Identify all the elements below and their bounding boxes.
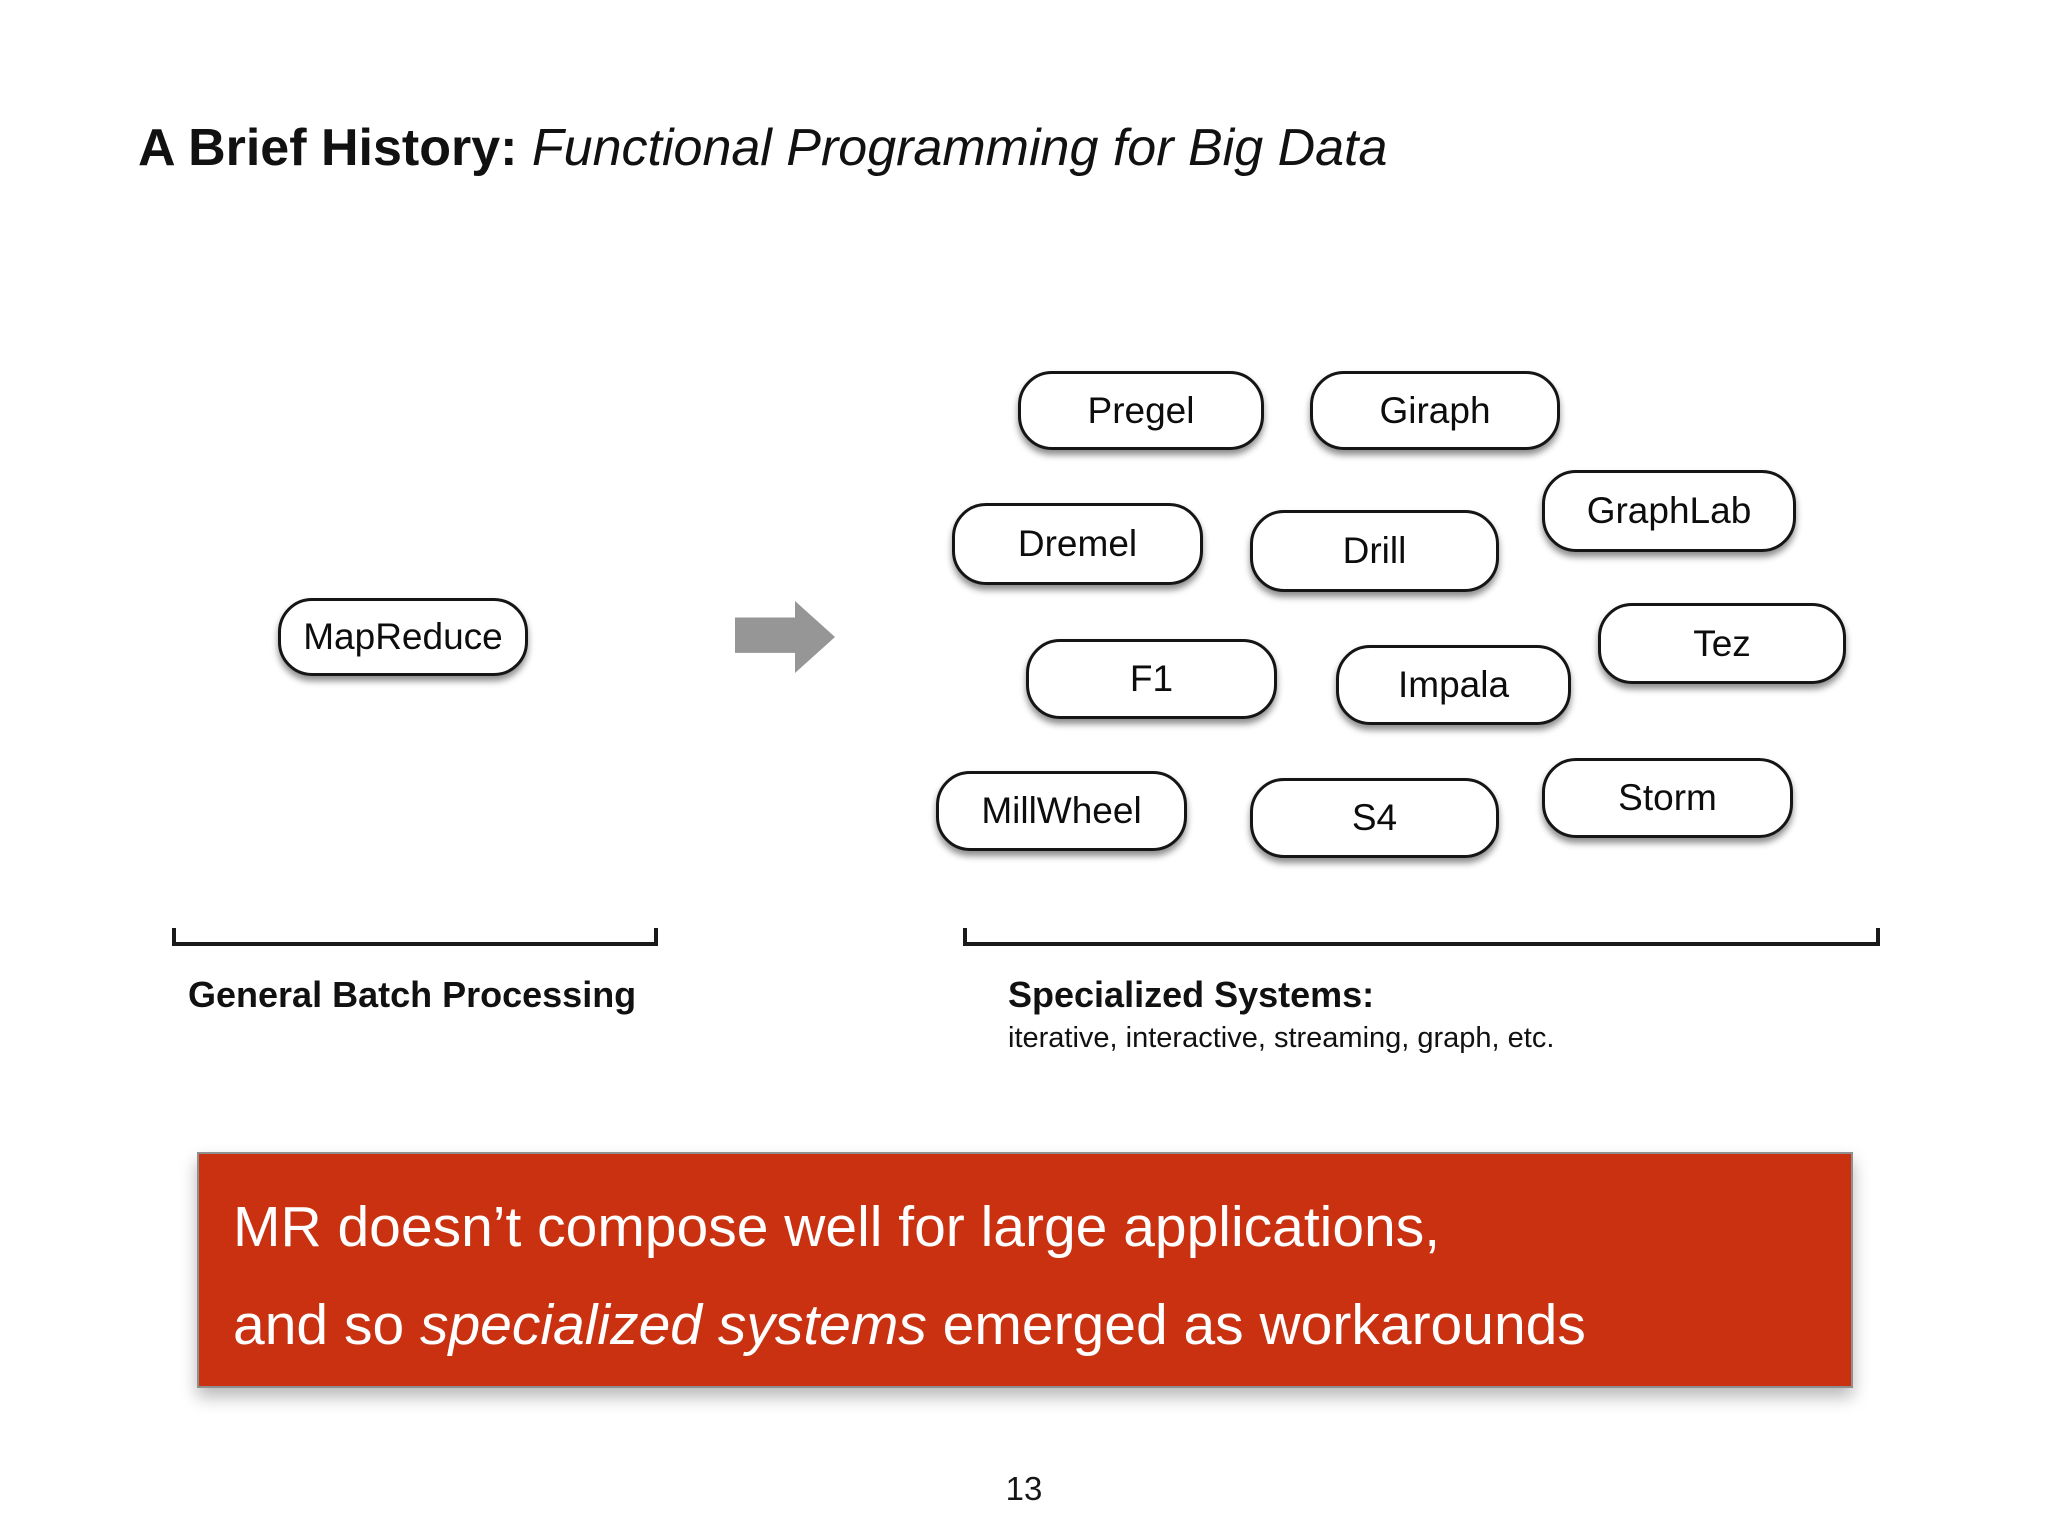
node-pill-dremel: Dremel [952,503,1203,585]
node-label: Storm [1618,777,1717,818]
node-pill-millwheel: MillWheel [936,771,1187,851]
bracket-general-batch [172,928,658,946]
callout-line2-post: emerged as workarounds [926,1293,1586,1357]
node-label: Dremel [1017,523,1138,564]
node-label: F1 [1129,658,1174,699]
node-label: MillWheel [981,790,1142,831]
node-label: Impala [1397,664,1510,705]
caption-specialized-systems-sub: iterative, interactive, streaming, graph… [1008,1022,1555,1054]
node-pill-drill: Drill [1250,510,1499,592]
callout-box: MR doesn’t compose well for large applic… [197,1152,1853,1388]
caption-general-batch-processing: General Batch Processing [188,974,637,1015]
bracket-specialized-systems [963,928,1880,946]
node-pill-storm: Storm [1542,758,1793,838]
node-pill-mapreduce: MapReduce [278,598,528,676]
caption-specialized-systems: Specialized Systems: [1008,974,1375,1015]
callout-line2-italic: specialized systems [419,1293,927,1357]
callout-line1-text: MR doesn’t compose well for large applic… [233,1195,1441,1259]
node-label: Drill [1342,530,1407,571]
node-pill-graphlab: GraphLab [1542,470,1796,552]
node-label: Tez [1693,622,1751,664]
node-pill-impala: Impala [1336,645,1571,725]
node-label: MapReduce [303,616,503,657]
node-pill-s4: S4 [1250,778,1499,858]
node-label: S4 [1351,797,1398,838]
slide-title-bold: A Brief History: [138,119,518,177]
slide-title-italic: Functional Programming for Big Data [517,119,1388,177]
node-pill-pregel: Pregel [1018,371,1264,450]
callout-line2: and so specialized systems emerged as wo… [233,1276,1831,1374]
right-arrow-icon [735,601,835,673]
node-label: Pregel [1087,389,1195,431]
callout-line2-pre: and so [233,1293,420,1357]
node-pill-tez: Tez [1598,603,1846,684]
page-number: 13 [1005,1470,1043,1507]
slide-title: A Brief History: Functional Programming … [138,118,1387,178]
node-pill-giraph: Giraph [1310,371,1560,450]
callout-line1: MR doesn’t compose well for large applic… [233,1178,1831,1276]
node-label: GraphLab [1586,490,1752,531]
node-pill-f1: F1 [1026,639,1277,719]
node-label: Giraph [1379,389,1491,431]
